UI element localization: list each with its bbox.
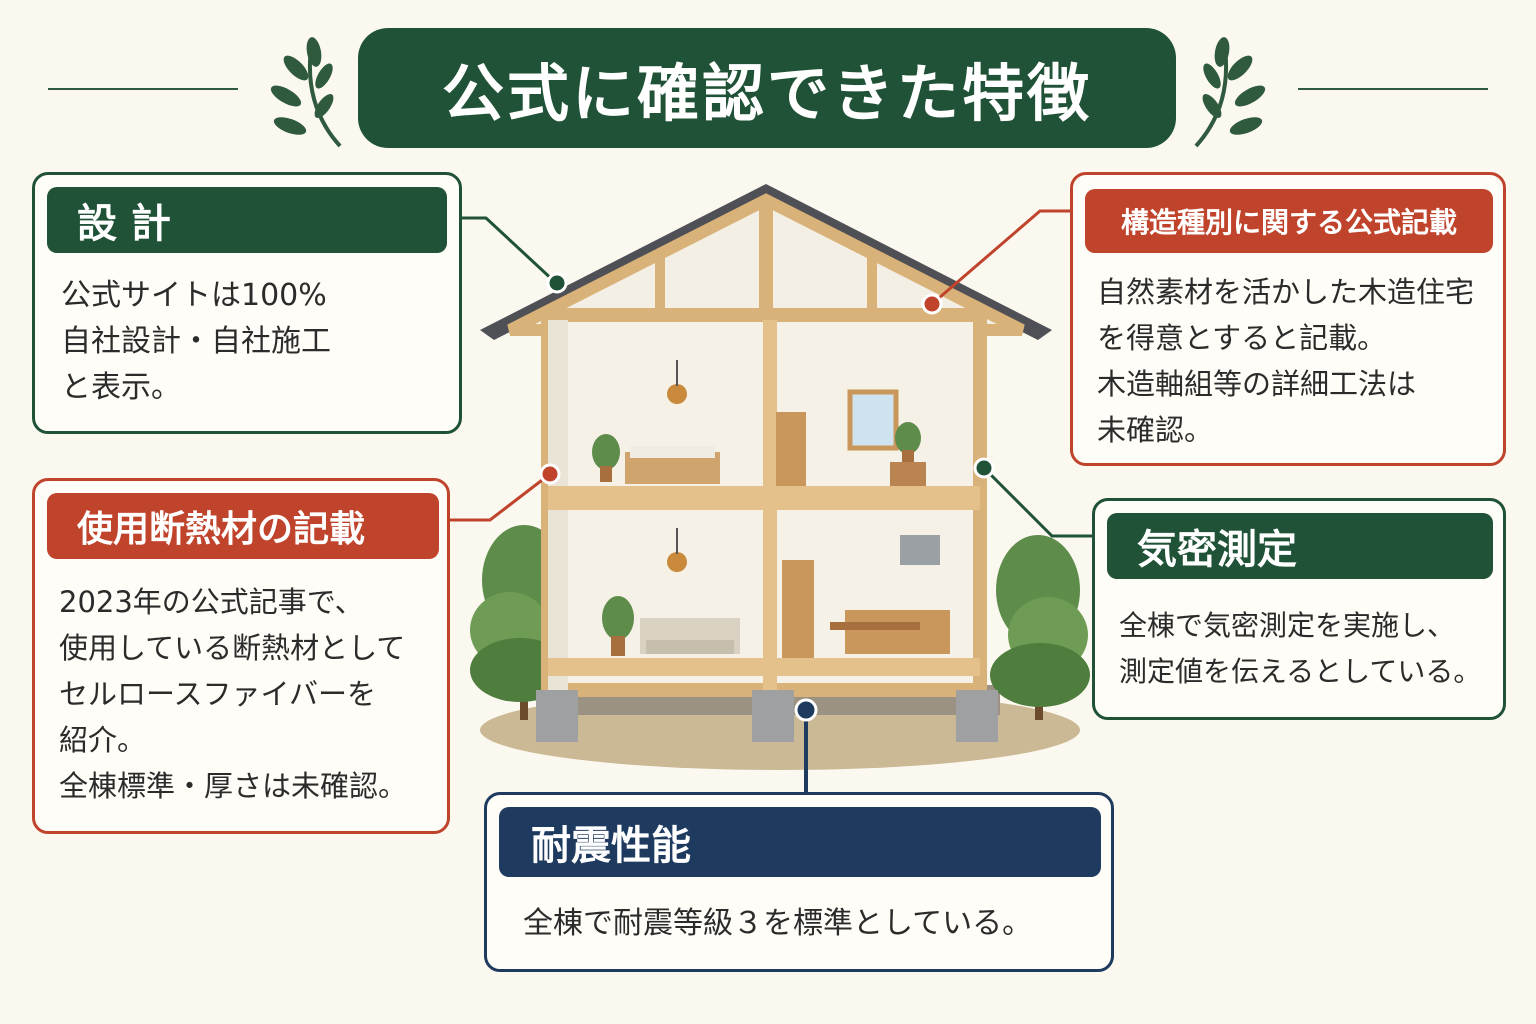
- window: [847, 389, 899, 451]
- title-right-line: [1298, 88, 1488, 90]
- title-left-line: [48, 88, 238, 90]
- airtight-card: 気密測定 全棟で気密測定を実施し、 測定値を伝えるとしている。: [1092, 498, 1506, 720]
- airtight-card-body: 全棟で気密測定を実施し、 測定値を伝えるとしている。: [1119, 603, 1481, 695]
- design-line-3: と表示。: [61, 370, 181, 405]
- laurel-left-icon: [270, 37, 342, 148]
- insulation-card-body: 2023年の公式記事で、 使用している断熱材として セルロースファイバーを 紹介…: [59, 579, 407, 809]
- design-card: 設 計 公式サイトは100% 自社設計・自社施工 と表示。: [32, 172, 462, 434]
- structure-card-body: 自然素材を活かした木造住宅 を得意とすると記載。 木造軸組等の詳細工法は 未確認…: [1097, 269, 1474, 453]
- insulation-line-4: 紹介。: [59, 723, 147, 757]
- design-card-title: 設 計: [77, 201, 171, 247]
- airtight-line-2: 測定値を伝えるとしている。: [1119, 655, 1482, 688]
- seismic-card: 耐震性能 全棟で耐震等級３を標準としている。: [484, 792, 1114, 972]
- structure-line-1: 自然素材を活かした木造住宅: [1097, 275, 1475, 309]
- structure-card-header: 構造種別に関する公式記載: [1085, 189, 1493, 253]
- door-upper: [776, 412, 806, 486]
- seismic-card-title: 耐震性能: [531, 823, 691, 869]
- insulation-line-5: 全棟標準・厚さは未確認。: [59, 769, 408, 803]
- plant-lower-left: [602, 596, 634, 656]
- insulation-card-title: 使用断熱材の記載: [77, 509, 366, 550]
- plant-upper-left: [592, 434, 620, 482]
- kitchen-counter: [845, 610, 950, 654]
- airtight-line-1: 全棟で気密測定を実施し、: [1119, 609, 1456, 642]
- dining-table: [830, 622, 920, 630]
- structure-card: 構造種別に関する公式記載 自然素材を活かした木造住宅 を得意とすると記載。 木造…: [1070, 172, 1506, 466]
- structure-card-title: 構造種別に関する公式記載: [1120, 206, 1457, 239]
- airtight-card-header: 気密測定: [1107, 513, 1493, 579]
- pier-3: [956, 690, 998, 742]
- airtight-card-title: 気密測定: [1137, 527, 1297, 573]
- insulation-line-2: 使用している断熱材として: [59, 631, 406, 665]
- house-cutaway-illustration: [470, 184, 1090, 770]
- laurel-right-icon: [1194, 37, 1266, 148]
- pier-1: [536, 690, 578, 742]
- design-line-1: 公式サイトは100%: [61, 278, 327, 313]
- structure-line-3: 木造軸組等の詳細工法は: [1097, 367, 1417, 401]
- title-banner: 公式に確認できた特徴: [358, 28, 1176, 148]
- structure-line-2: を得意とすると記載。: [1097, 321, 1387, 355]
- insulation-card-header: 使用断熱材の記載: [47, 493, 439, 559]
- pier-2: [752, 690, 794, 742]
- design-card-body: 公式サイトは100% 自社設計・自社施工 と表示。: [61, 273, 331, 411]
- insulation-line-1: 2023年の公式記事で、: [59, 585, 364, 619]
- tree-right: [990, 535, 1090, 720]
- side-table: [890, 462, 926, 486]
- structure-line-4: 未確認。: [1097, 413, 1214, 447]
- door-lower: [782, 560, 814, 658]
- insulation-line-3: セルロースファイバーを: [59, 677, 376, 711]
- range-hood: [900, 535, 940, 565]
- insulation-card: 使用断熱材の記載 2023年の公式記事で、 使用している断熱材として セルロース…: [32, 478, 450, 834]
- page-title: 公式に確認できた特徴: [441, 57, 1092, 130]
- seismic-card-body: 全棟で耐震等級３を標準としている。: [523, 901, 1032, 947]
- seismic-line-1: 全棟で耐震等級３を標準としている。: [523, 906, 1033, 941]
- seismic-card-header: 耐震性能: [499, 807, 1101, 877]
- design-line-2: 自社設計・自社施工: [61, 324, 331, 359]
- design-card-header: 設 計: [47, 187, 447, 253]
- plant-upper-right: [895, 422, 921, 462]
